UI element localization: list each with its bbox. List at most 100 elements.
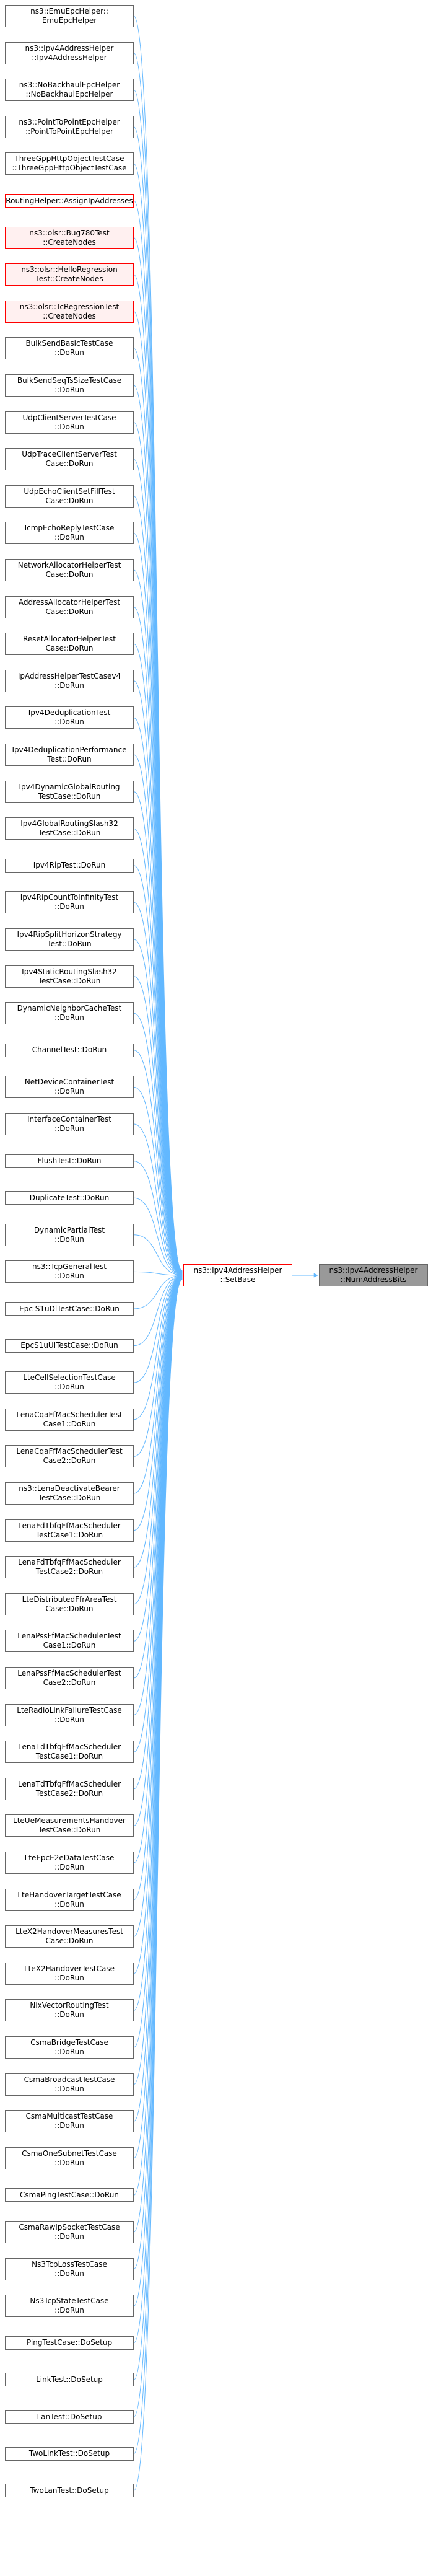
caller-node[interactable]: BulkSendSeqTsSizeTestCase::DoRun bbox=[5, 374, 134, 397]
caller-node[interactable]: ThreeGppHttpObjectTestCase::ThreeGppHttp… bbox=[5, 152, 134, 175]
caller-node[interactable]: CsmaRawIpSocketTestCase::DoRun bbox=[5, 2221, 134, 2243]
call-edge bbox=[133, 902, 183, 1277]
caller-node[interactable]: ns3::olsr::Bug780Test::CreateNodes bbox=[5, 226, 134, 249]
caller-node[interactable]: LteEpcE2eDataTestCase::DoRun bbox=[5, 1852, 134, 1874]
caller-node-label-line: ::DoRun bbox=[54, 2084, 84, 2093]
center-node-setbase[interactable]: ns3::Ipv4AddressHelper::SetBase bbox=[183, 1264, 292, 1286]
caller-node-label-line: PingTestCase::DoSetup bbox=[26, 2338, 113, 2347]
caller-node-label-line: TestCase::DoRun bbox=[38, 791, 101, 801]
caller-node-label-line: CsmaBridgeTestCase bbox=[30, 2038, 108, 2047]
caller-node[interactable]: Ipv4DeduplicationTest::DoRun bbox=[5, 706, 134, 729]
call-edge bbox=[133, 1273, 183, 1309]
caller-node[interactable]: DynamicNeighborCacheTest::DoRun bbox=[5, 1002, 134, 1025]
caller-node[interactable]: LteHandoverTargetTestCase::DoRun bbox=[5, 1888, 134, 1911]
call-edge bbox=[133, 1274, 183, 1531]
caller-node[interactable]: InterfaceContainerTest::DoRun bbox=[5, 1113, 134, 1135]
caller-node[interactable]: Epc S1uDlTestCase::DoRun bbox=[5, 1302, 134, 1316]
caller-node[interactable]: LteX2HandoverTestCase::DoRun bbox=[5, 1962, 134, 1985]
call-edge bbox=[133, 1273, 183, 1494]
call-edge bbox=[133, 1273, 183, 1420]
caller-node[interactable]: RoutingHelper::AssignIpAddresses bbox=[5, 194, 134, 208]
caller-node[interactable]: ns3::TcpGeneralTest::DoRun bbox=[5, 1260, 134, 1283]
caller-node[interactable]: LteRadioLinkFailureTestCase::DoRun bbox=[5, 1703, 134, 1726]
caller-node-label-line: Test::DoRun bbox=[47, 939, 92, 948]
caller-node[interactable]: NetDeviceContainerTest::DoRun bbox=[5, 1076, 134, 1099]
caller-node-label-line: ::DoRun bbox=[54, 1272, 84, 1281]
caller-node[interactable]: DuplicateTest::DoRun bbox=[5, 1191, 134, 1205]
caller-node[interactable]: NixVectorRoutingTest::DoRun bbox=[5, 1999, 134, 2022]
caller-node[interactable]: DynamicPartialTest::DoRun bbox=[5, 1223, 134, 1246]
caller-node[interactable]: Ns3TcpStateTestCase::DoRun bbox=[5, 2295, 134, 2318]
caller-node[interactable]: BulkSendBasicTestCase::DoRun bbox=[5, 337, 134, 360]
call-edge bbox=[133, 1275, 183, 1974]
caller-node[interactable]: EpcS1uUlTestCase::DoRun bbox=[5, 1339, 134, 1353]
caller-node-label-line: NixVectorRoutingTest bbox=[30, 2001, 109, 2010]
caller-node-label-line: Case1::DoRun bbox=[43, 1419, 96, 1428]
caller-node[interactable]: PingTestCase::DoSetup bbox=[5, 2336, 134, 2350]
call-edge bbox=[133, 1274, 183, 1642]
caller-node[interactable]: Ipv4RipCountToInfinityTest::DoRun bbox=[5, 891, 134, 914]
call-edge bbox=[133, 1273, 183, 1347]
caller-node[interactable]: CsmaBroadcastTestCase::DoRun bbox=[5, 2073, 134, 2096]
caller-node[interactable]: LinkTest::DoSetup bbox=[5, 2373, 134, 2387]
caller-node[interactable]: Ns3TcpLossTestCase::DoRun bbox=[5, 2257, 134, 2280]
caller-node[interactable]: CsmaBridgeTestCase::DoRun bbox=[5, 2036, 134, 2059]
caller-node-label-line: Ns3TcpLossTestCase bbox=[32, 2259, 107, 2269]
caller-node-label-line: ns3::olsr::TcRegressionTest bbox=[19, 302, 120, 311]
caller-node[interactable]: TwoLinkTest::DoSetup bbox=[5, 2446, 134, 2461]
caller-node-label-line: LteHandoverTargetTestCase bbox=[17, 1890, 121, 1899]
caller-node[interactable]: LanTest::DoSetup bbox=[5, 2410, 134, 2424]
caller-node[interactable]: IpAddressHelperTestCasev4::DoRun bbox=[5, 669, 134, 692]
caller-node-label-line: Case::DoRun bbox=[45, 459, 94, 468]
caller-node-label-line: IcmpEchoReplyTestCase bbox=[24, 524, 115, 533]
focus-node-numaddressbits[interactable]: ns3::Ipv4AddressHelper::NumAddressBits bbox=[319, 1264, 428, 1286]
caller-node[interactable]: ChannelTest::DoRun bbox=[5, 1043, 134, 1057]
caller-node[interactable]: FlushTest::DoRun bbox=[5, 1154, 134, 1168]
caller-node-label-line: Case2::DoRun bbox=[43, 1678, 96, 1687]
caller-node-label-line: CsmaBroadcastTestCase bbox=[24, 2075, 115, 2084]
caller-node[interactable]: IcmpEchoReplyTestCase::DoRun bbox=[5, 522, 134, 545]
caller-node-label-line: ::NoBackhaulEpcHelper bbox=[25, 90, 113, 99]
caller-node-label-line: LenaCqaFfMacSchedulerTest bbox=[16, 1447, 123, 1456]
caller-node-label-line: ::DoRun bbox=[54, 385, 84, 394]
caller-node[interactable]: ns3::olsr::TcRegressionTest::CreateNodes bbox=[5, 300, 134, 323]
caller-node-label-line: Ipv4RipSplitHorizonStrategy bbox=[17, 930, 122, 939]
caller-node-label-line: LenaCqaFfMacSchedulerTest bbox=[16, 1410, 123, 1419]
caller-node[interactable]: CsmaMulticastTestCase::DoRun bbox=[5, 2110, 134, 2133]
caller-node[interactable]: CsmaOneSubnetTestCase::DoRun bbox=[5, 2147, 134, 2169]
caller-node[interactable]: TwoLanTest::DoSetup bbox=[5, 2484, 134, 2498]
caller-node[interactable]: CsmaPingTestCase::DoRun bbox=[5, 2188, 134, 2202]
caller-node[interactable]: ns3::EmuEpcHelper::EmuEpcHelper bbox=[5, 5, 134, 27]
caller-node[interactable]: LteCellSelectionTestCase::DoRun bbox=[5, 1371, 134, 1394]
caller-node[interactable]: Ipv4RipTest::DoRun bbox=[5, 858, 134, 873]
caller-node[interactable]: ns3::NoBackhaulEpcHelper::NoBackhaulEpcH… bbox=[5, 79, 134, 102]
caller-node[interactable]: ns3::Ipv4AddressHelper::Ipv4AddressHelpe… bbox=[5, 42, 134, 64]
caller-node[interactable]: UdpClientServerTestCase::DoRun bbox=[5, 411, 134, 434]
caller-node-label-line: ::DoRun bbox=[54, 902, 84, 912]
caller-node[interactable]: ns3::PointToPointEpcHelper::PointToPoint… bbox=[5, 115, 134, 138]
caller-node-label-line: ChannelTest::DoRun bbox=[32, 1045, 107, 1055]
